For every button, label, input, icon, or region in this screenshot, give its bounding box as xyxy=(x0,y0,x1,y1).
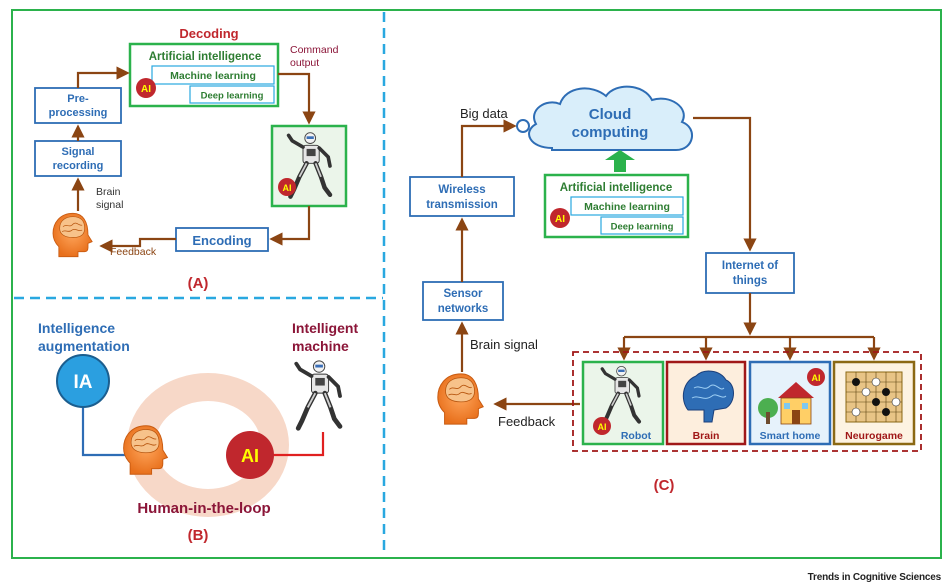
app-neurogame: Neurogame xyxy=(832,360,916,446)
signal-recording-box: Signal recording xyxy=(34,140,122,177)
svg-text:augmentation: augmentation xyxy=(38,338,130,354)
ia-circle xyxy=(56,354,110,408)
preprocessing-box: Pre- processing xyxy=(34,87,122,124)
sensor-networks-box: Sensor networks xyxy=(422,281,504,321)
panel-a-label: (A) xyxy=(188,275,209,292)
svg-text:AI: AI xyxy=(812,373,821,383)
svg-text:networks: networks xyxy=(438,303,489,315)
ai-badge-icon xyxy=(278,178,296,196)
svg-text:AI: AI xyxy=(283,183,292,193)
iot-box: Internet of things xyxy=(705,252,795,294)
ai-stack-c: Artificial intelligence Machine learning… xyxy=(543,173,690,239)
svg-text:processing: processing xyxy=(49,107,108,119)
ai-badge-icon xyxy=(593,417,611,435)
robot-icon-b xyxy=(296,361,340,428)
panel-c-arrows xyxy=(455,116,881,411)
brain-signal-label-a: Brain xyxy=(96,186,121,198)
svg-text:computing: computing xyxy=(572,124,649,141)
ai-badge-icon xyxy=(550,208,570,228)
brain-icon xyxy=(682,370,734,423)
house-icon xyxy=(758,382,814,425)
svg-text:AI: AI xyxy=(555,214,565,225)
svg-text:Pre-: Pre- xyxy=(67,93,89,105)
panel-b-label: (B) xyxy=(188,527,209,544)
human-head-icon xyxy=(52,212,93,258)
big-data-label: Big data xyxy=(460,106,508,121)
footer-journal-name: Trends in Cognitive Sciences xyxy=(807,572,942,583)
svg-text:Neurogame: Neurogame xyxy=(845,430,903,442)
cloud-shape: Cloud computing xyxy=(516,85,693,151)
ai-circle xyxy=(226,431,274,479)
svg-text:AI: AI xyxy=(141,84,151,95)
applications-dashed-box xyxy=(572,351,922,452)
ai-badge-icon xyxy=(807,368,825,386)
ia-label: Intelligence xyxy=(38,320,115,336)
ml-label-a: Machine learning xyxy=(170,70,256,82)
app-robot: AI Robot xyxy=(581,360,665,446)
encoding-box: Encoding xyxy=(175,227,269,252)
svg-text:things: things xyxy=(733,275,768,287)
feedback-label-c: Feedback xyxy=(498,414,556,429)
svg-text:transmission: transmission xyxy=(426,199,498,211)
svg-text:machine: machine xyxy=(292,338,349,354)
cloud-dot-icon xyxy=(516,119,530,133)
app-smart-home: AI Smart home xyxy=(748,360,832,446)
human-head-icon-c xyxy=(437,373,484,425)
decoding-title: Decoding xyxy=(179,26,238,41)
panel-a-arrows xyxy=(71,66,316,253)
svg-text:IA: IA xyxy=(74,372,93,393)
go-board-icon xyxy=(845,371,903,423)
svg-text:Machine learning: Machine learning xyxy=(584,201,670,213)
svg-text:AI: AI xyxy=(598,422,607,432)
svg-text:Wireless: Wireless xyxy=(438,184,485,196)
svg-text:output: output xyxy=(290,57,319,69)
svg-text:Encoding: Encoding xyxy=(192,233,251,248)
robot-box-a: AI xyxy=(270,124,348,208)
svg-text:Cloud: Cloud xyxy=(589,106,632,123)
svg-text:Deep learning: Deep learning xyxy=(611,222,674,233)
human-head-icon-b xyxy=(123,425,168,475)
im-label: Intelligent xyxy=(292,320,358,336)
svg-text:Robot: Robot xyxy=(621,430,652,442)
feedback-label-a: Feedback xyxy=(110,246,157,258)
outer-frame xyxy=(11,9,942,559)
hitl-label: Human-in-the-loop xyxy=(137,500,270,517)
command-output-label: Command xyxy=(290,44,339,56)
green-up-arrow-icon xyxy=(605,150,635,172)
ai-badge-icon xyxy=(136,78,156,98)
svg-text:Internet of: Internet of xyxy=(722,260,778,272)
brain-signal-label-c: Brain signal xyxy=(470,337,538,352)
dl-label-a: Deep learning xyxy=(201,91,264,102)
svg-text:AI: AI xyxy=(241,446,259,466)
app-brain: Brain xyxy=(665,360,747,446)
panel-b-links xyxy=(81,400,325,457)
svg-text:Artificial intelligence: Artificial intelligence xyxy=(560,182,672,194)
svg-text:signal: signal xyxy=(96,199,123,211)
ai-title-a: Artificial intelligence xyxy=(149,51,261,63)
svg-text:Smart home: Smart home xyxy=(760,430,821,442)
ai-stack-a: Artificial intelligence Machine learning… xyxy=(128,42,280,108)
svg-text:Signal: Signal xyxy=(61,146,94,158)
wireless-transmission-box: Wireless transmission xyxy=(409,176,515,217)
svg-text:recording: recording xyxy=(53,160,104,172)
svg-text:Brain: Brain xyxy=(693,430,720,442)
panel-c-label: (C) xyxy=(654,477,675,494)
svg-text:Sensor: Sensor xyxy=(444,288,484,300)
